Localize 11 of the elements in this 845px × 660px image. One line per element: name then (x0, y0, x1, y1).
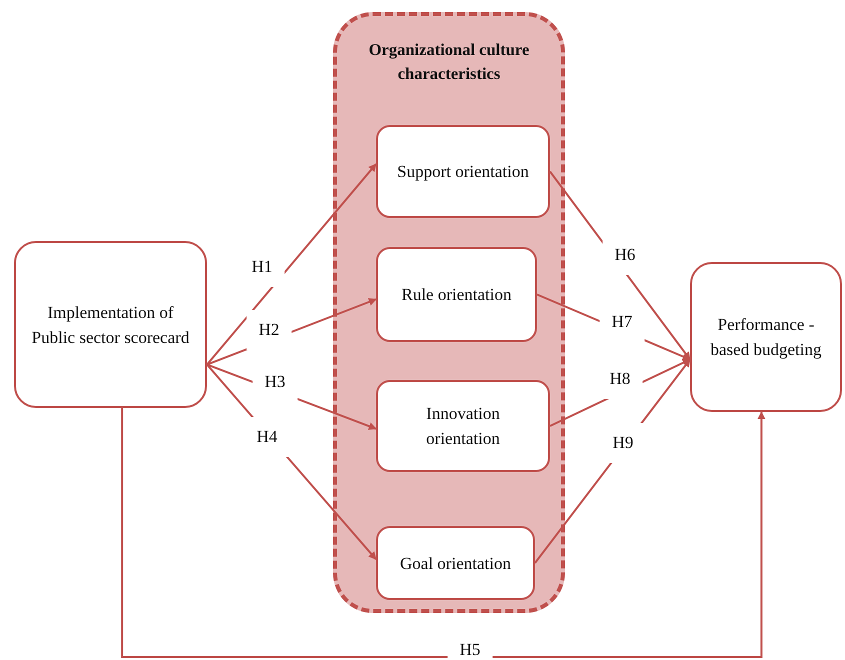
group-title: Organizational culture characteristics (368, 39, 530, 85)
concept-box: Implementation of Public sector scorecard (14, 241, 207, 408)
arrow (121, 408, 766, 658)
concept-box: Innovation orientation (376, 380, 550, 472)
concept-box: Goal orientation (376, 526, 535, 600)
arrow (206, 163, 377, 366)
dashed-group-box (333, 12, 565, 613)
edge-label: H2 (246, 310, 292, 350)
concept-box: Support orientation (376, 125, 550, 218)
concept-box: Rule orientation (376, 247, 537, 342)
concept-box: Performance -based budgeting (690, 262, 842, 412)
